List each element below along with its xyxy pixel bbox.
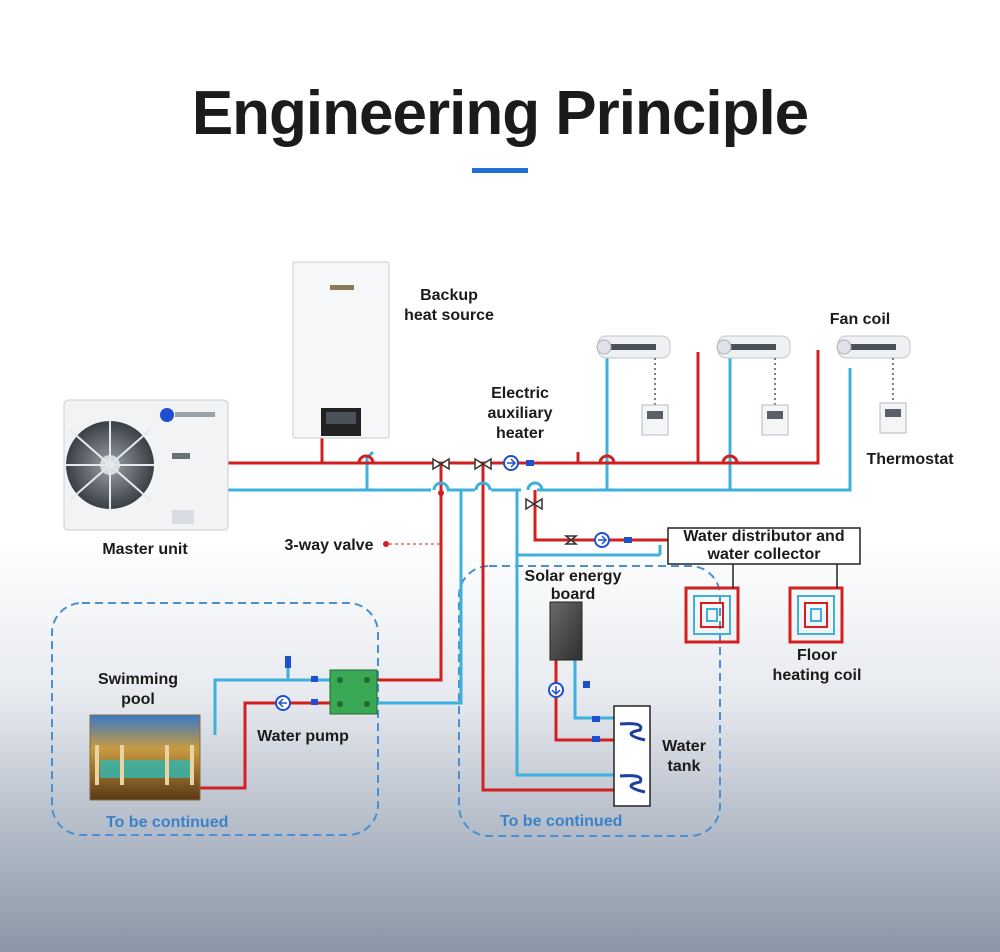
label-swimming-pool-line1: Swimming: [97, 671, 178, 688]
label-swimming-pool: Swimming pool: [88, 670, 188, 710]
label-solar-board-line2: board: [550, 586, 596, 603]
label-floor-heating: Floor heating coil: [762, 646, 872, 686]
label-electric-heater-line2: auxiliary: [487, 405, 553, 422]
master-unit: [63, 399, 229, 531]
three-way-valve-callout: [383, 490, 444, 547]
label-water-distributor: Water distributor and water collector: [668, 528, 860, 564]
backup-heat-source: [292, 261, 390, 439]
solar-group-boundary: [458, 565, 721, 837]
label-electric-heater-line3: heater: [495, 425, 545, 442]
water-tank: [592, 705, 651, 807]
label-water-distributor-line1: Water distributor and: [683, 528, 845, 545]
electric-heater-symbol: [503, 455, 534, 471]
fan-coil-3: [836, 335, 911, 359]
label-solar-board-line1: Solar energy: [524, 568, 622, 585]
circulation-pumps: [275, 532, 632, 711]
thermostat-2: [761, 404, 789, 436]
label-backup-heat-source-line1: Backup: [420, 287, 478, 304]
label-electric-heater-line1: Electric: [491, 385, 549, 402]
label-water-pump: Water pump: [257, 728, 349, 745]
label-swimming-pool-line2: pool: [121, 691, 155, 708]
thermostat-3: [879, 402, 907, 434]
label-floor-heating-line1: Floor: [797, 647, 837, 664]
plate-heat-exchanger: [329, 669, 378, 715]
label-water-tank: Water tank: [652, 737, 716, 777]
label-three-way-valve: 3-way valve: [284, 537, 374, 554]
label-water-tank-line2: tank: [667, 758, 701, 775]
fan-coil-units: [596, 335, 911, 359]
label-solar-board: Solar energy board: [518, 568, 628, 604]
label-electric-heater: Electric auxiliary heater: [470, 384, 570, 444]
page-title: Engineering Principle: [191, 79, 809, 148]
label-backup-heat-source: Backup heat source: [396, 286, 502, 326]
cold-pipes: [213, 352, 852, 777]
title-underline: [472, 168, 528, 173]
label-water-tank-line1: Water: [662, 738, 706, 755]
water-distributor-box: [667, 527, 861, 565]
pipe-crossings: [357, 454, 739, 491]
to-be-continued-right: To be continued: [500, 813, 623, 830]
three-way-valves: [432, 457, 579, 545]
to-be-continued-left: To be continued: [106, 814, 229, 831]
label-thermostat: Thermostat: [866, 451, 954, 468]
floor-heating-coils: [684, 564, 844, 644]
fan-coil-1: [596, 335, 671, 359]
pool-group-boundary: [51, 602, 379, 836]
label-fan-coil: Fan coil: [829, 311, 891, 328]
label-water-distributor-line2: water collector: [707, 546, 821, 563]
fan-coil-2: [716, 335, 791, 359]
thermostat-1: [641, 404, 669, 436]
solar-board: [549, 601, 583, 661]
thermostats: [641, 358, 907, 436]
swimming-pool-image: [89, 714, 201, 801]
label-floor-heating-line2: heating coil: [772, 667, 862, 684]
label-backup-heat-source-line2: heat source: [404, 307, 494, 324]
label-master-unit: Master unit: [102, 541, 188, 558]
